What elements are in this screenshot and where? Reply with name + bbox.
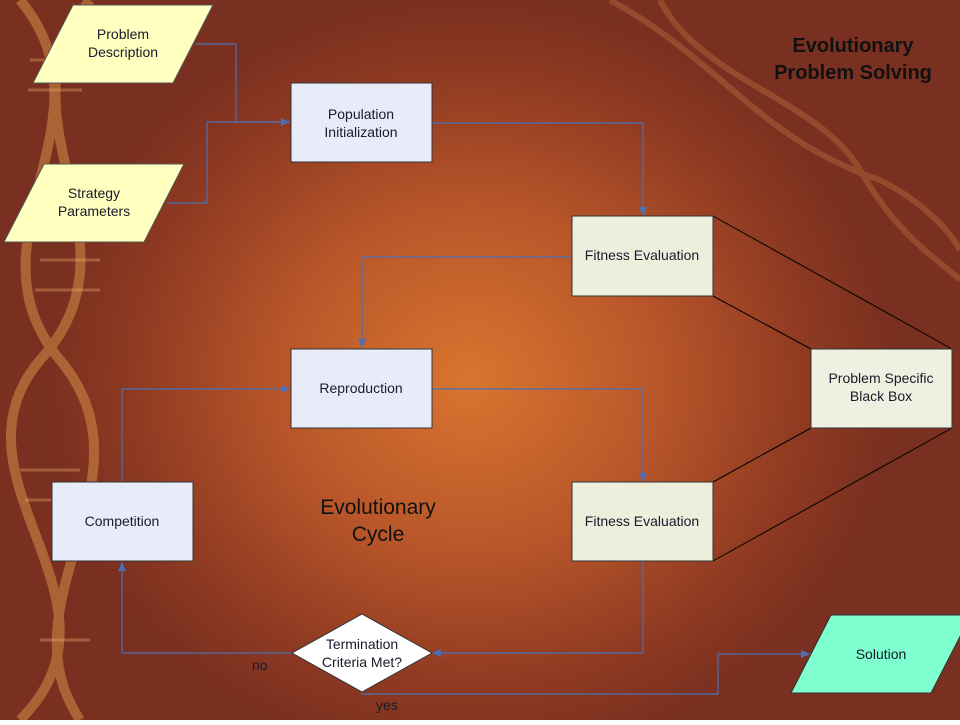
svg-text:Initialization: Initialization bbox=[324, 124, 397, 140]
svg-text:Problem: Problem bbox=[97, 26, 149, 42]
edge-population-to-fitness1 bbox=[432, 122, 647, 216]
svg-text:Evolutionary: Evolutionary bbox=[792, 35, 914, 57]
svg-text:Termination: Termination bbox=[326, 636, 398, 652]
blackbox-line-4 bbox=[712, 427, 953, 562]
svg-text:Parameters: Parameters bbox=[58, 203, 130, 219]
population-initialization-node: Population Initialization bbox=[290, 82, 433, 163]
termination-decision-node: Termination Criteria Met? bbox=[290, 613, 434, 693]
page-title: Evolutionary Problem Solving bbox=[774, 35, 932, 84]
cycle-label: Evolutionary Cycle bbox=[320, 496, 436, 546]
svg-text:Fitness Evaluation: Fitness Evaluation bbox=[585, 513, 699, 529]
fitness-evaluation-node-1: Fitness Evaluation bbox=[571, 215, 714, 297]
blackbox-line-1 bbox=[712, 215, 953, 350]
svg-text:Reproduction: Reproduction bbox=[319, 380, 402, 396]
reproduction-node: Reproduction bbox=[290, 348, 433, 429]
strategy-parameters-node: Strategy Parameters bbox=[3, 163, 185, 243]
fitness-evaluation-node-2: Fitness Evaluation bbox=[571, 481, 714, 562]
edge-strategy-to-population bbox=[167, 121, 290, 204]
black-box-node: Problem Specific Black Box bbox=[810, 348, 953, 429]
svg-text:Cycle: Cycle bbox=[352, 523, 405, 546]
edge-problem-to-population bbox=[196, 43, 290, 126]
edge-competition-to-reproduction bbox=[121, 385, 290, 482]
edge-label-no: no bbox=[252, 657, 268, 673]
problem-description-node: Problem Description bbox=[32, 4, 214, 84]
svg-text:Black Box: Black Box bbox=[850, 388, 912, 404]
edge-termination-no-to-competition bbox=[118, 562, 292, 654]
edge-reproduction-to-fitness2 bbox=[432, 388, 647, 482]
svg-text:Description: Description bbox=[88, 44, 158, 60]
edge-termination-yes-to-solution bbox=[361, 650, 810, 695]
svg-text:Population: Population bbox=[328, 106, 394, 122]
svg-text:Evolutionary: Evolutionary bbox=[320, 496, 436, 519]
blackbox-line-3 bbox=[712, 427, 812, 483]
svg-text:Fitness Evaluation: Fitness Evaluation bbox=[585, 247, 699, 263]
solution-node: Solution bbox=[790, 614, 960, 694]
svg-text:Strategy: Strategy bbox=[68, 185, 120, 201]
blackbox-line-2 bbox=[712, 295, 812, 350]
svg-text:Solution: Solution bbox=[856, 646, 907, 662]
edge-fitness1-to-reproduction bbox=[358, 256, 572, 348]
edge-fitness2-to-termination bbox=[432, 561, 644, 657]
svg-text:Competition: Competition bbox=[85, 513, 160, 529]
edge-label-yes: yes bbox=[376, 697, 398, 713]
svg-text:Criteria Met?: Criteria Met? bbox=[322, 654, 402, 670]
svg-text:Problem Specific: Problem Specific bbox=[828, 370, 933, 386]
competition-node: Competition bbox=[51, 481, 194, 562]
svg-text:Problem Solving: Problem Solving bbox=[774, 62, 932, 84]
